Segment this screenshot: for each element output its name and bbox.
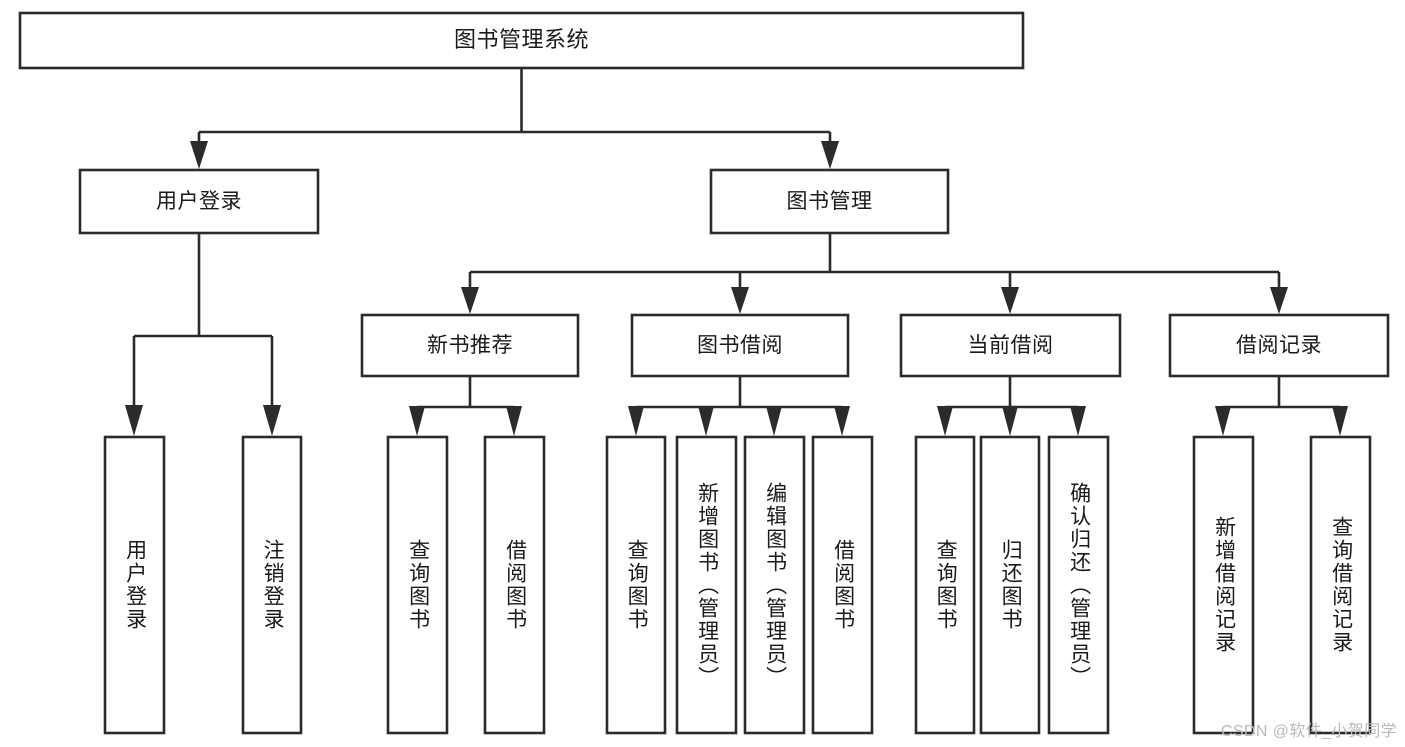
arrow-head-borrow-record [1270, 287, 1288, 314]
arrow-head-user-login [190, 141, 208, 169]
arrow-head-bb-add-book [698, 406, 714, 436]
arrow-head-book-borrow [731, 287, 749, 314]
node-box-cb-confirm-return[interactable] [1047, 435, 1110, 735]
node-box-user-login-leaf[interactable] [103, 435, 166, 735]
node-box-book-borrow[interactable] [630, 313, 850, 378]
arrow-head-user-logout-leaf [263, 405, 281, 436]
node-box-cb-return-book[interactable] [979, 435, 1041, 735]
arrow-head-cb-confirm-return [1070, 406, 1086, 436]
node-box-cb-query-book[interactable] [914, 435, 976, 735]
node-box-borrow-record[interactable] [1168, 313, 1390, 378]
arrow-head-book-manage [821, 141, 839, 169]
arrow-head-cb-return-book [1002, 406, 1018, 436]
arrow-head-bb-edit-book [766, 406, 782, 436]
arrow-head-cb-query-book [937, 406, 953, 436]
node-box-book-manage[interactable] [709, 168, 950, 235]
node-box-nb-query-book[interactable] [386, 435, 449, 735]
arrow-head-nb-borrow-book [506, 406, 522, 436]
node-box-user-logout-leaf[interactable] [241, 435, 303, 735]
node-box-bb-query-book[interactable] [605, 435, 667, 735]
arrow-head-current-borrow [1001, 287, 1019, 314]
arrow-head-user-login-leaf [125, 405, 143, 436]
node-box-br-add-record[interactable] [1192, 435, 1255, 735]
arrow-head-bb-borrow-book [834, 406, 850, 436]
node-box-root[interactable] [18, 11, 1025, 70]
arrow-head-new-book-rec [461, 287, 479, 314]
arrow-head-br-add-record [1215, 406, 1231, 436]
node-box-bb-borrow-book[interactable] [811, 435, 874, 735]
watermark-text: CSDN @软件_小贺同学 [1220, 723, 1397, 740]
node-box-bb-edit-book[interactable] [743, 435, 806, 735]
node-box-current-borrow[interactable] [899, 313, 1122, 378]
arrow-head-bb-query-book [628, 406, 644, 436]
node-box-bb-add-book[interactable] [675, 435, 738, 735]
node-box-new-book-rec[interactable] [360, 313, 580, 378]
arrow-head-br-query-record [1332, 406, 1348, 436]
node-box-nb-borrow-book[interactable] [483, 435, 546, 735]
node-box-br-query-record[interactable] [1309, 435, 1372, 735]
node-box-user-login[interactable] [78, 168, 320, 235]
arrow-head-nb-query-book [409, 406, 425, 436]
